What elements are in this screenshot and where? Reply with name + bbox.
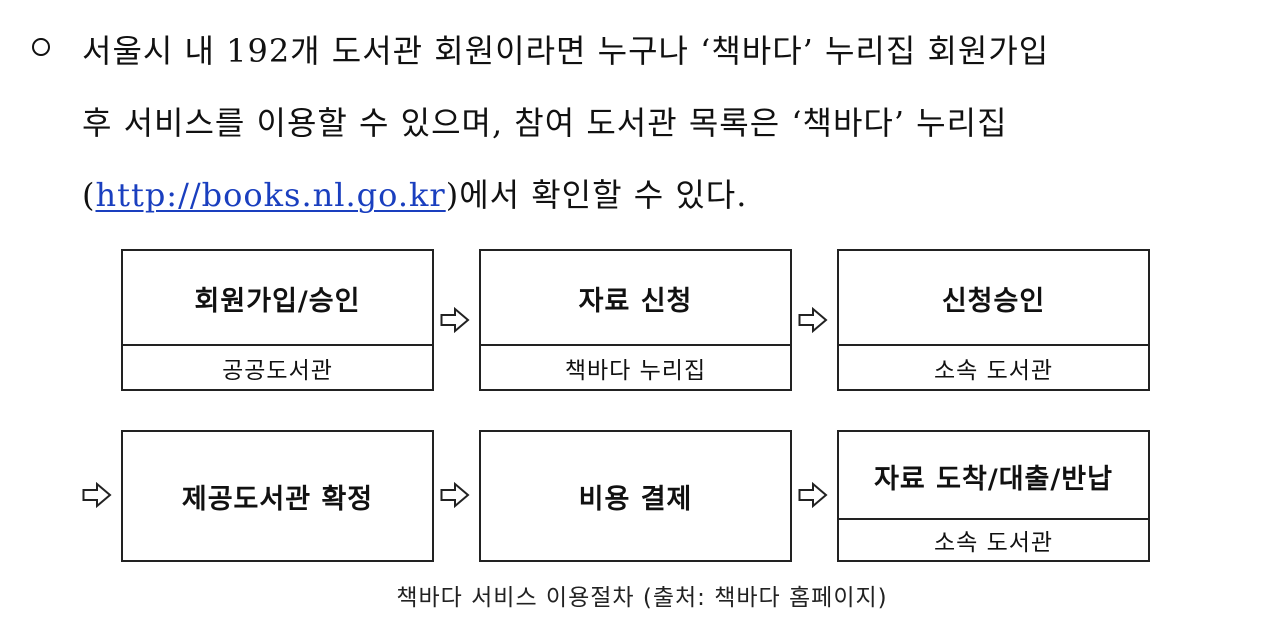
paragraph-line-3: (http://books.nl.go.kr)에서 확인할 수 있다. [82,170,747,216]
figure-caption: 책바다 서비스 이용절차 (출처: 책바다 홈페이지) [396,585,888,611]
flow-step-request: 자료 신청 책바다 누리집 [479,249,792,391]
right-arrow-icon [440,482,470,508]
paragraph-line-1: 서울시 내 192개 도서관 회원이라면 누구나 ‘책바다’ 누리집 회원가입 [82,32,1050,70]
flow-step-signup: 회원가입/승인 공공도서관 [121,249,434,391]
flow-step-title: 신청승인 [941,286,1046,317]
hollow-circle-bullet-icon [32,38,50,56]
right-arrow-icon [82,482,112,508]
flow-step-title: 비용 결제 [578,483,693,515]
flow-step-title: 제공도서관 확정 [181,483,374,515]
flow-step-title: 자료 도착/대출/반납 [874,463,1113,495]
flow-step-delivery: 자료 도착/대출/반납 소속 도서관 [837,430,1150,562]
paren-open: ( [82,176,96,214]
flow-step-sub: 소속 도서관 [839,344,1148,389]
books-link[interactable]: http://books.nl.go.kr [95,176,446,214]
right-arrow-icon [798,307,828,333]
flow-step-sub: 책바다 누리집 [481,344,790,389]
flow-step-title: 회원가입/승인 [194,286,361,317]
flow-step-title: 자료 신청 [578,286,693,317]
paragraph-line-3-rest: )에서 확인할 수 있다. [445,176,748,214]
flow-step-provider: 제공도서관 확정 [121,430,434,562]
flow-step-approval: 신청승인 소속 도서관 [837,249,1150,391]
flow-step-sub: 소속 도서관 [839,518,1148,560]
flow-step-payment: 비용 결제 [479,430,792,562]
right-arrow-icon [440,307,470,333]
paragraph-line-2: 후 서비스를 이용할 수 있으며, 참여 도서관 목록은 ‘책바다’ 누리집 [82,104,1008,142]
right-arrow-icon [798,482,828,508]
flow-step-sub: 공공도서관 [123,344,432,389]
